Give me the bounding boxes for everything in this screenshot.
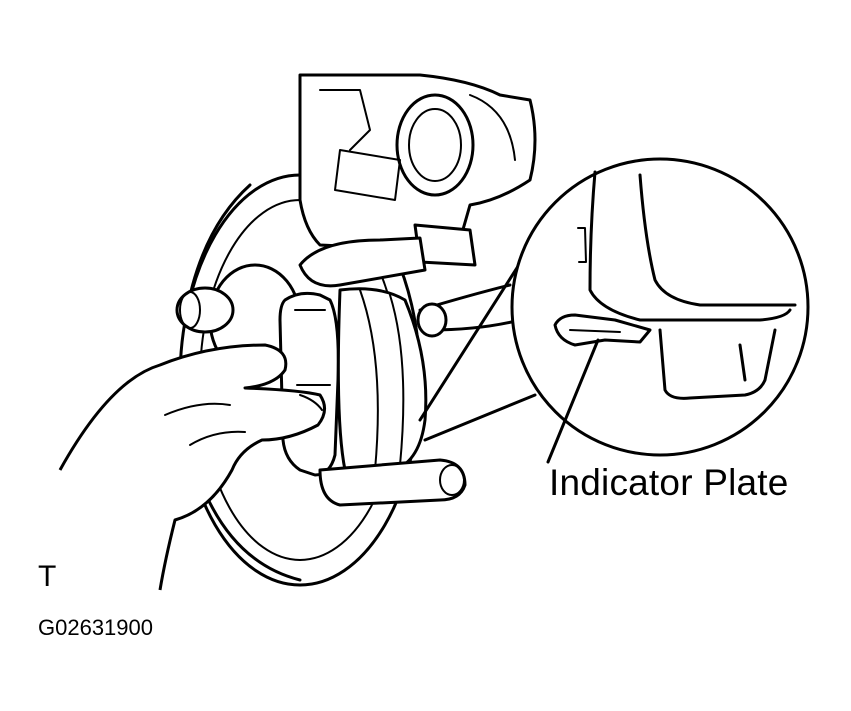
technician-hand [58,343,326,591]
pad-support-upper [298,236,427,288]
pad-support-lower [318,458,467,507]
callout-leader [418,258,537,442]
figure-code: G02631900 [38,615,153,640]
indicator-plate-label: Indicator Plate [549,462,789,503]
suspension-arm [416,283,522,338]
brake-caliper [298,73,537,267]
indicator-plate-leader [546,338,600,464]
brake-pad [278,287,428,477]
detail-zoom-circle [510,157,810,457]
orientation-mark: T [38,560,57,593]
